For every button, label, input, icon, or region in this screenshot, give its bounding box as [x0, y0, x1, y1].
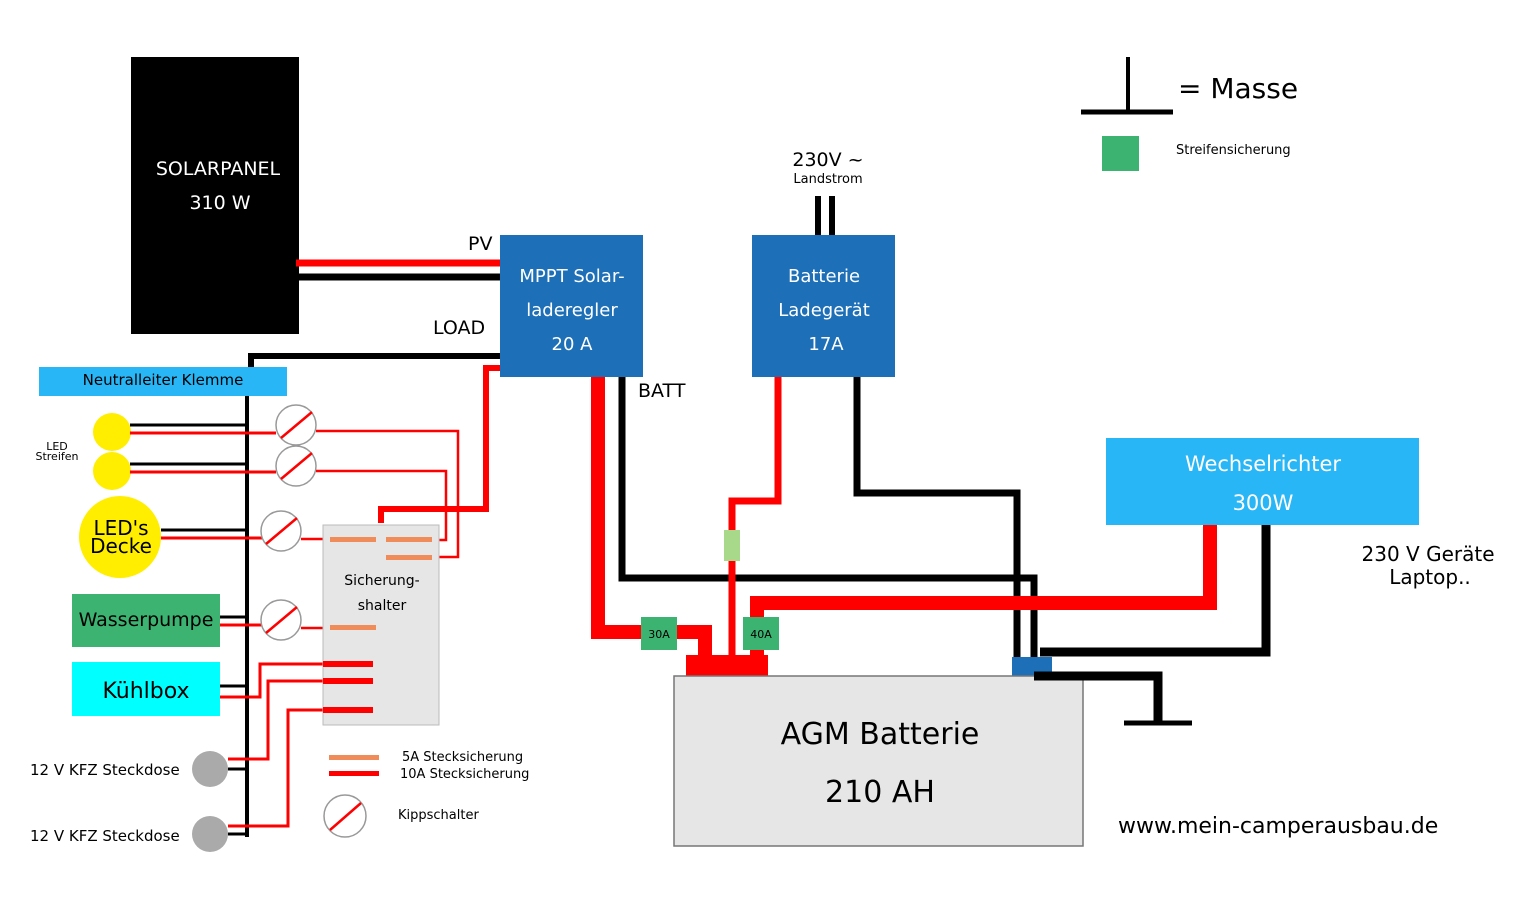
- fuse-40a-label: 40A: [750, 628, 772, 641]
- load-label: LOAD: [433, 317, 485, 339]
- led-strip-2: [93, 452, 131, 490]
- water-pump: [72, 594, 220, 647]
- mppt-controller: [500, 235, 643, 377]
- charger-line3: 17A: [808, 334, 844, 355]
- shore-plug-pin-2: [829, 196, 835, 236]
- battery-charger: [752, 235, 895, 377]
- solar-panel: [131, 57, 299, 334]
- neutral-terminal-label: Neutralleiter Klemme: [83, 371, 244, 389]
- load-positive-wire: [378, 365, 502, 523]
- mppt-line2: laderegler: [526, 300, 618, 321]
- legend-fuse-5a-label: 5A Stecksicherung: [402, 750, 523, 765]
- toggle-switch-led-ceiling: [260, 510, 302, 552]
- devices-230-line1: 230 V Geräte: [1362, 542, 1495, 566]
- streifen-fuse-symbol: [1102, 136, 1139, 171]
- shore-plug-pin-1: [815, 196, 821, 236]
- fuse-5a-3: [386, 555, 432, 560]
- fuse-5a-1: [330, 537, 376, 542]
- socket-1: [192, 751, 228, 787]
- led-ceiling-line1: LED's: [93, 516, 148, 540]
- legend-fuse-5a-symbol: [329, 755, 379, 760]
- socket-1-pos: [228, 679, 370, 761]
- battery-type: AGM Batterie: [781, 717, 980, 752]
- led-ceiling: [79, 496, 161, 578]
- fuse-40a: [743, 617, 779, 650]
- mppt-line1: MPPT Solar-: [519, 266, 624, 287]
- devices-230-line2: Laptop..: [1389, 565, 1471, 589]
- toggle-switch-water-pump: [260, 599, 302, 641]
- fuse-10a-1: [323, 661, 373, 667]
- led-strip-line2: Streifen: [35, 450, 78, 463]
- cool-box: [72, 662, 220, 716]
- battery-capacity: 210 AH: [825, 775, 935, 810]
- inverter: [1106, 438, 1419, 525]
- legend-switch-symbol: [323, 794, 367, 838]
- toggle-switch-led-strip-1: [275, 404, 317, 446]
- water-pump-label: Wasserpumpe: [79, 609, 214, 631]
- inverter-line2: 300W: [1233, 491, 1294, 515]
- legend-fuse-10a-label: 10A Stecksicherung: [400, 767, 529, 782]
- load-negative-wire: [248, 353, 502, 367]
- cool-box-pos: [220, 662, 370, 699]
- fuse-30a-label: 30A: [648, 628, 670, 641]
- solar-panel-power: 310 W: [189, 192, 250, 214]
- fuse-box-line2: shalter: [358, 598, 407, 614]
- charger-strip-fuse: [724, 530, 740, 561]
- cool-box-label: Kühlbox: [102, 679, 189, 704]
- legend-fuse-10a-symbol: [329, 771, 379, 776]
- fuse-10a-3: [323, 707, 373, 713]
- led-ceiling-line2: Decke: [90, 534, 152, 558]
- fuse-10a-2: [323, 678, 373, 684]
- charger-line2: Ladegerät: [778, 300, 870, 321]
- charger-positive-wire: [728, 377, 782, 660]
- led-strip-1-switched: [316, 429, 460, 559]
- batt-label: BATT: [638, 380, 686, 402]
- battery-positive-terminal: [686, 655, 768, 677]
- legend-switch-label: Kippschalter: [398, 808, 479, 823]
- socket-2: [192, 816, 228, 852]
- toggle-switch-led-strip-2: [275, 445, 317, 487]
- inverter-negative-wire: [1040, 525, 1271, 657]
- battery-ground-wire: [1034, 671, 1163, 722]
- led-strip-line1: LED: [46, 440, 68, 453]
- fuse-5a-2: [386, 537, 432, 542]
- charger-negative-wire: [853, 377, 1021, 660]
- streifen-fuse-label: Streifensicherung: [1176, 143, 1291, 158]
- inverter-line1: Wechselrichter: [1185, 452, 1341, 476]
- inverter-positive-wire: [750, 525, 1217, 660]
- mppt-batt-negative-wire: [618, 377, 1038, 660]
- shore-voltage: 230V ~: [792, 149, 863, 171]
- fuse-box-line1: Sicherung-: [344, 573, 419, 589]
- socket-1-label: 12 V KFZ Steckdose: [30, 761, 180, 779]
- neutral-terminal-bar: [39, 367, 287, 396]
- solar-panel-label: SOLARPANEL: [156, 158, 281, 180]
- agm-battery: [673, 675, 1084, 847]
- led-strip-1: [93, 413, 131, 451]
- charger-line1: Batterie: [788, 266, 860, 287]
- fuse-5a-4: [330, 625, 376, 630]
- socket-2-label: 12 V KFZ Steckdose: [30, 827, 180, 845]
- shore-power-label: Landstrom: [793, 172, 862, 187]
- pv-label: PV: [468, 233, 492, 255]
- fuse-30a: [641, 617, 677, 650]
- masse-label: = Masse: [1178, 72, 1298, 105]
- mppt-line3: 20 A: [552, 334, 594, 355]
- website-url: www.mein-camperausbau.de: [1118, 814, 1438, 839]
